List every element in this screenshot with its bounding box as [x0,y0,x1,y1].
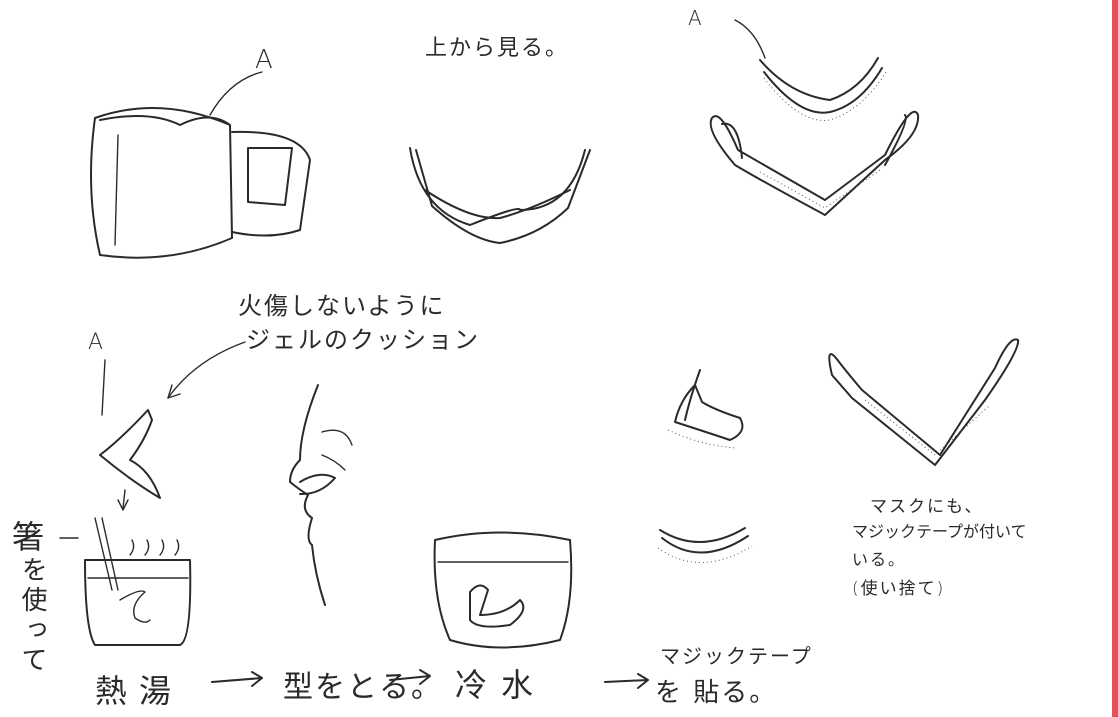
label-a-right: A [688,6,704,30]
mask-note-line4: (使い捨て) [852,579,946,599]
face-profile [289,384,353,606]
mask-strap-top [709,110,920,216]
view-from-above-label: 上から見る。 [425,36,570,61]
burn-note-line2: ジェルのクッション [246,326,480,354]
step-cold-water: 冷水 [455,666,548,704]
mask-top-view [409,147,591,244]
gel-cushion-mid-left [99,341,246,511]
step-hot-water: 熱湯 [95,672,184,710]
page-edge-mark [1112,0,1118,717]
mask-illustration [90,71,311,259]
mask-strap-bottom [828,338,1020,466]
gel-cushion-top [734,19,887,121]
chopsticks-label: 箸 [12,518,47,556]
mask-note-line2: マジックテープが付いて [852,522,1027,541]
hot-water-cup [59,517,192,646]
label-a-top: A [255,45,275,75]
label-a-left: A [88,330,106,355]
step-magic-tape-line1: マジックテープ [660,644,813,668]
burn-note-line1: 火傷しないように [238,292,446,320]
mask-note-line3: いる。 [852,550,907,569]
mask-note-line1: マスクにも、 [870,497,984,517]
process-arrows [211,669,649,689]
step-take-mold: 型をとる。 [283,670,443,705]
molded-cushion-2 [657,527,753,563]
cold-water-cup [433,531,573,649]
step-magic-tape-line2: を 貼る。 [655,678,778,708]
use-label-vertical: を使って [17,556,47,676]
molded-cushion-1 [667,369,744,449]
